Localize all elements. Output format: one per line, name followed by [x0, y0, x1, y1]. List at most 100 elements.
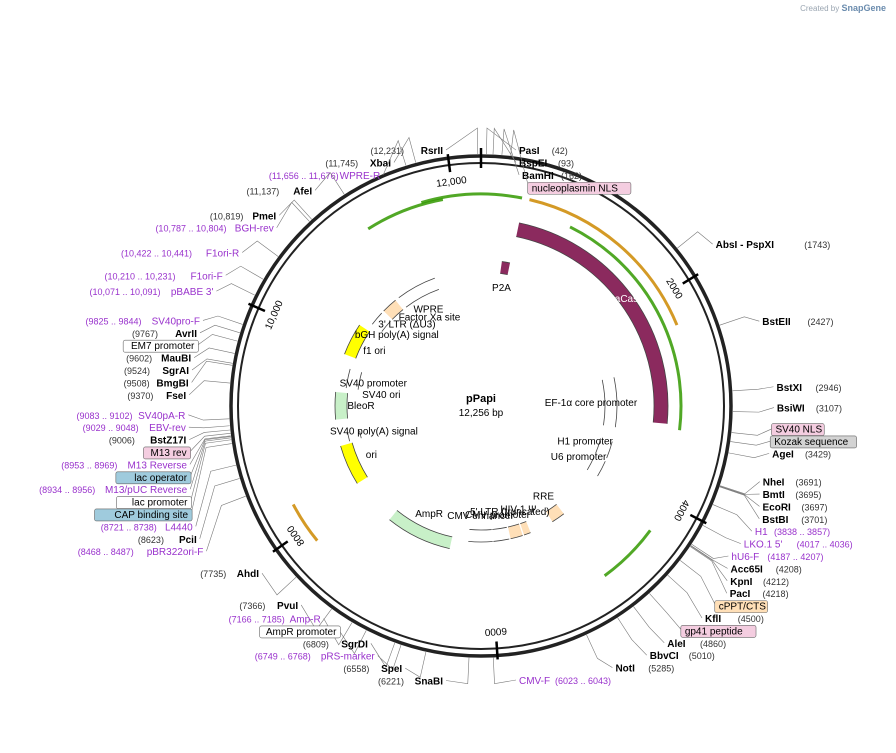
label-fsei: FseI	[166, 391, 186, 402]
label-coordinate: (10,422 .. 10,441)	[121, 248, 192, 258]
label-coordinate: (42)	[552, 146, 568, 156]
label-bamhi: BamHI	[522, 171, 554, 182]
tick-mark	[495, 641, 499, 660]
label-coordinate: (8623)	[138, 535, 164, 545]
tick-label: 6000	[484, 625, 507, 637]
feature-outline	[381, 320, 391, 332]
leader-line	[191, 360, 233, 383]
label-lac-promoter: lac promoter	[132, 498, 188, 509]
feature-outline	[346, 393, 349, 419]
feature-outline	[344, 324, 360, 355]
label-acc65i: Acc65I	[731, 564, 763, 575]
label-coordinate: (3838 .. 3857)	[774, 527, 830, 537]
label-bstbi: BstBI	[762, 515, 788, 526]
label-coordinate: (4208)	[776, 564, 802, 574]
feature-label: CMV enhancer	[447, 511, 514, 522]
feature-ef-1-core-promoter	[602, 377, 617, 428]
leader-line	[719, 486, 760, 519]
label-coordinate: (9508)	[124, 378, 150, 388]
tick-label: 10,000	[263, 299, 286, 332]
feature-label: SaCas9	[608, 294, 644, 305]
label-alei: AleI	[667, 639, 686, 650]
label-sv40pa-r: SV40pA-R	[138, 411, 185, 422]
feature-sv40-poly-a-signal	[347, 430, 362, 442]
label-box	[714, 600, 768, 613]
tick-mark	[446, 154, 452, 173]
feature-label: CMV promoter	[465, 510, 531, 521]
feature-label: HIV-1 Ψ	[500, 504, 536, 515]
label-coordinate: (162)	[561, 171, 582, 181]
label-box	[143, 446, 191, 460]
feature-outline	[493, 538, 510, 542]
label-coordinate: (8934 .. 8956)	[39, 485, 95, 495]
leader-line	[405, 651, 427, 678]
label-paci: PacI	[730, 589, 751, 600]
feature-ori	[340, 442, 368, 484]
label-coordinate: (7166 .. 7185)	[229, 614, 285, 624]
plasmid-size: 12,256 bp	[459, 408, 504, 419]
leader-line	[633, 606, 665, 644]
tick-label: 12,000	[436, 175, 468, 190]
feature-cmv-enhancer	[468, 529, 493, 542]
label-sgrai: SgrAI	[162, 366, 189, 377]
label-avrii: AvrII	[175, 329, 197, 340]
label-coordinate: (7366)	[239, 601, 265, 611]
label-nhei: NheI	[763, 478, 785, 489]
feature-label: RRE	[533, 492, 554, 503]
label-lko-1-5-: LKO.1 5'	[744, 540, 783, 551]
tick-mark	[247, 302, 266, 313]
label-coordinate: (9370)	[127, 391, 153, 401]
label-coordinate: (4500)	[738, 614, 764, 624]
feature-outline	[545, 504, 557, 512]
feature-outline	[507, 523, 520, 528]
feature-outline	[355, 331, 370, 359]
label-layer: PasI(42)BspEI(93)BamHI(162)nucleoplasmin…	[39, 127, 857, 687]
leader-line	[445, 657, 470, 685]
label-kozak-sequence: Kozak sequence	[774, 437, 848, 448]
direction-arrow	[603, 529, 652, 577]
feature-label: U6 promoter	[551, 452, 607, 463]
feature-label: P2A	[492, 283, 511, 294]
label-coordinate: (6558)	[343, 664, 369, 674]
leader-line	[393, 136, 417, 163]
backbone-inner-circle	[237, 162, 725, 650]
label-coordinate: (3691)	[796, 478, 822, 488]
label-sgrdi: SgrDI	[341, 639, 368, 650]
tick-label: 2000	[663, 277, 684, 302]
label-nucleoplasmin-nls: nucleoplasmin NLS	[532, 183, 618, 194]
feature-3-ltr-u3-	[383, 300, 404, 320]
leader-line	[339, 630, 367, 655]
label-pbr322ori-f: pBR322ori-F	[147, 547, 204, 558]
tick-mark	[682, 273, 699, 285]
label-coordinate: (9825 .. 9844)	[86, 316, 142, 326]
leader-line	[382, 139, 407, 175]
leader-line	[730, 440, 772, 446]
leader-line	[276, 201, 310, 228]
label-m13-rev: M13 rev	[151, 448, 187, 459]
feature-label: EF-1α core promoter	[545, 398, 638, 409]
label-coordinate: (9524)	[124, 366, 150, 376]
feature-bleor	[335, 391, 348, 420]
label-coordinate: (10,071 .. 10,091)	[90, 287, 161, 297]
label-kpni: KpnI	[730, 577, 752, 588]
label-bgh-rev: BGH-rev	[235, 224, 274, 235]
label-box	[122, 339, 199, 353]
label-em7-promoter: EM7 promoter	[131, 341, 195, 352]
backbone-ring	[229, 148, 733, 658]
label-box	[116, 496, 192, 509]
tick-mark	[272, 540, 289, 553]
label-coordinate: (93)	[558, 158, 574, 168]
label-noti: NotI	[615, 664, 635, 675]
feature-label: SV40 poly(A) signal	[330, 426, 418, 437]
label-bsteii: BstEII	[762, 317, 791, 328]
feature-outline	[334, 391, 337, 420]
feature-outline	[601, 379, 606, 426]
label-bspei: BspEI	[519, 158, 548, 169]
feature-sacas9	[516, 222, 668, 424]
label-coordinate: (4017 .. 4036)	[797, 540, 853, 550]
label-bstxi: BstXI	[776, 383, 802, 394]
leader-line	[189, 435, 231, 465]
label-ampr-promoter: AmpR promoter	[266, 627, 337, 638]
snapgene-brand: Created by SnapGene	[800, 3, 886, 13]
